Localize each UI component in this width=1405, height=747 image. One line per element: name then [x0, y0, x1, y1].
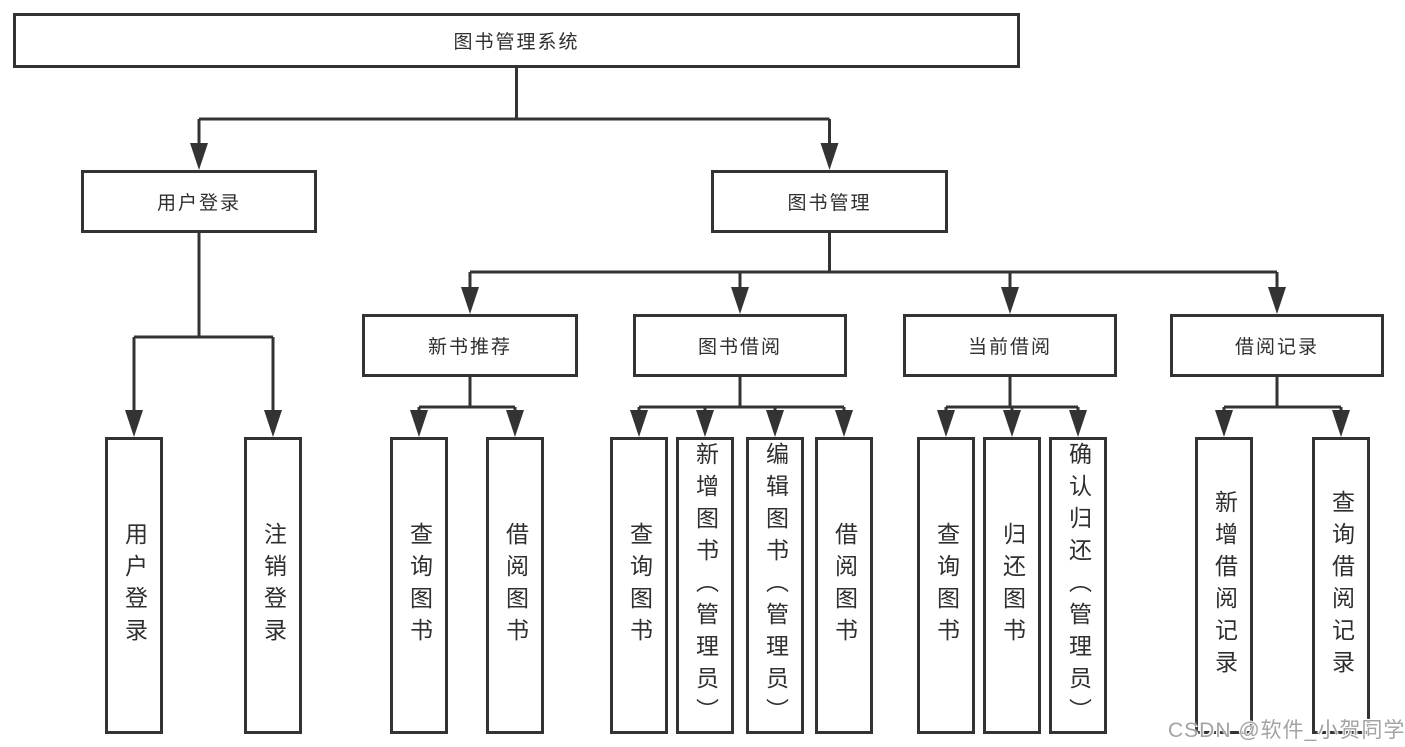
leaf-query-books-recommend: 查询图书	[390, 437, 448, 734]
leaf-query-borrow-record: 查询借阅记录	[1312, 437, 1370, 734]
node-book-borrow: 图书借阅	[633, 314, 847, 377]
leaf-add-borrow-record: 新增借阅记录	[1195, 437, 1253, 734]
leaf-query-books-current: 查询图书	[917, 437, 975, 734]
leaf-user-login: 用户登录	[105, 437, 163, 734]
node-borrow-records: 借阅记录	[1170, 314, 1384, 377]
leaf-borrow-books-recommend: 借阅图书	[486, 437, 544, 734]
node-current-borrow: 当前借阅	[903, 314, 1117, 377]
leaf-logout: 注销登录	[244, 437, 302, 734]
leaf-edit-book-admin: 编辑图书（管理员）	[746, 437, 804, 734]
csdn-watermark: CSDN @软件_小贺同学	[1168, 719, 1405, 742]
leaf-add-book-admin: 新增图书（管理员）	[676, 437, 734, 734]
node-new-book-recommend: 新书推荐	[362, 314, 578, 377]
leaf-borrow-books-borrow: 借阅图书	[815, 437, 873, 734]
leaf-confirm-return-admin: 确认归还（管理员）	[1049, 437, 1107, 734]
leaf-return-books: 归还图书	[983, 437, 1041, 734]
node-user-login: 用户登录	[81, 170, 317, 233]
node-root: 图书管理系统	[13, 13, 1020, 68]
leaf-query-books-borrow: 查询图书	[610, 437, 668, 734]
node-book-management: 图书管理	[711, 170, 948, 233]
